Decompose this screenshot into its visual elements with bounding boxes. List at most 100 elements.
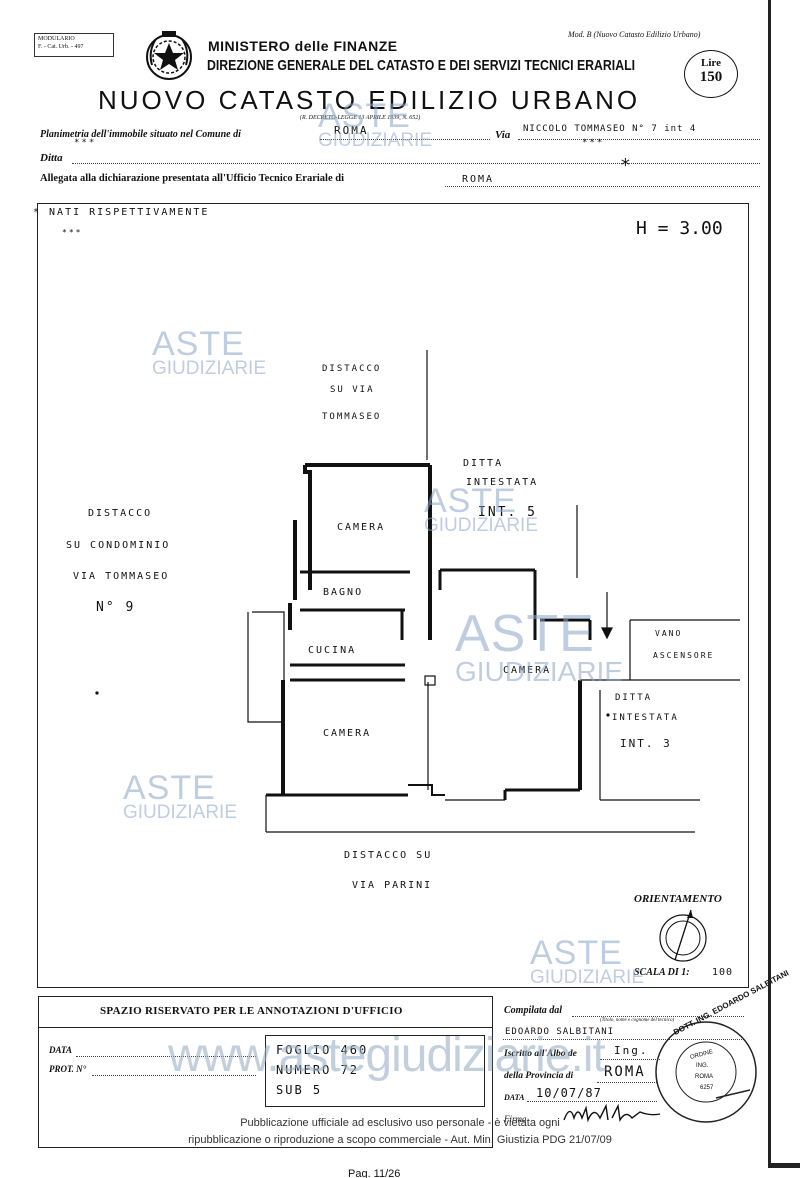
- stars-1: ***: [74, 138, 97, 148]
- office-divider: [38, 1027, 492, 1028]
- office-prot-label: PROT. N°: [49, 1064, 87, 1074]
- office-prot-line: [92, 1075, 256, 1076]
- orientamento-label: ORIENTAMENTO: [634, 893, 722, 905]
- room-cucina: CUCINA: [308, 645, 357, 656]
- compass-icon: [656, 908, 710, 962]
- direction-name: DIREZIONE GENERALE DEL CATASTO E DEI SER…: [207, 57, 636, 74]
- decree-reference: (R. DECRETO-LEGGE 13 APRILE 1939, N. 652…: [300, 115, 421, 121]
- stamp-inner-3: ROMA: [695, 1074, 713, 1080]
- via-label: Via: [495, 129, 511, 141]
- label-ditta5-3: INT. 5: [478, 505, 537, 520]
- scan-edge-bottom: [768, 1163, 800, 1168]
- plan-note-stars: ***: [62, 228, 83, 237]
- date-line: [527, 1101, 657, 1102]
- stamp-inner-2: ING.: [696, 1063, 709, 1069]
- scale-value: 100: [712, 967, 734, 978]
- stars-2: ***: [582, 138, 605, 148]
- label-parini-1: DISTACCO SU: [344, 850, 433, 861]
- provincia-line: [597, 1082, 657, 1083]
- ministry-name: MINISTERO delle FINANZE: [208, 38, 398, 54]
- modulario-box: MODULARIO F. - Cat. Urb. - 497: [34, 33, 114, 57]
- lire-label: Lire: [701, 57, 721, 69]
- label-condominio-2: SU CONDOMINIO: [66, 540, 171, 551]
- label-distacco-via-2: SU VIA: [330, 385, 375, 395]
- room-camera-2: CAMERA: [323, 728, 372, 739]
- plan-frame: [37, 203, 749, 988]
- signature-icon: [560, 1100, 680, 1126]
- watermark-aste: ASTE: [318, 97, 411, 135]
- label-vano-1: VANO: [655, 629, 683, 638]
- compilata-name: EDOARDO SALBITANI: [505, 1027, 615, 1037]
- comune-value: ROMA: [334, 124, 369, 137]
- office-data-line: [76, 1056, 256, 1057]
- office-inner-box: [265, 1035, 485, 1107]
- watermark-5: ASTE GIUDIZIARIE: [123, 769, 238, 824]
- allegata-value: ROMA: [462, 174, 495, 185]
- plan-note: * NATI RISPETTIVAMENTE: [33, 207, 210, 218]
- date-value: 10/07/87: [536, 1086, 602, 1100]
- office-foglio: FOGLIO 460: [276, 1043, 369, 1057]
- watermark-giudiziarie: GIUDIZIARIE: [152, 358, 267, 380]
- watermark-aste: ASTE: [424, 482, 517, 520]
- label-ditta3-2: INTESTATA: [612, 713, 679, 723]
- label-distacco-via-1: DISTACCO: [322, 364, 382, 374]
- compilata-small-label: (Titolo, nome e cognome del tecnico): [600, 1018, 675, 1023]
- watermark-giudiziarie: GIUDIZIARIE: [123, 802, 238, 824]
- footer-line-1: Pubblicazione ufficiale ad esclusivo uso…: [240, 1117, 560, 1129]
- via-line: [518, 139, 760, 140]
- footer-line-2: ripubblicazione o riproduzione a scopo c…: [188, 1134, 612, 1146]
- watermark-giudiziarie: GIUDIZIARIE: [424, 515, 539, 537]
- watermark-giudiziarie: GIUDIZIARIE: [455, 656, 624, 688]
- ditta-label: Ditta: [40, 152, 63, 164]
- label-ditta5-2: INTESTATA: [466, 477, 539, 488]
- emblem-icon: [144, 29, 194, 83]
- provincia-label: della Provincia di: [504, 1071, 574, 1081]
- comune-line: [320, 139, 490, 140]
- label-vano-2: ASCENSORE: [653, 651, 715, 660]
- mod-reference: Mod. B (Nuovo Catasto Edilizio Urbano): [568, 30, 701, 39]
- label-parini-2: VIA PARINI: [352, 880, 433, 891]
- lire-value: 150: [699, 69, 723, 85]
- date-label: DATA: [504, 1093, 525, 1102]
- room-camera-1: CAMERA: [337, 522, 386, 533]
- engineer-stamp: [652, 1018, 760, 1126]
- label-condominio-3: VIA TOMMASEO: [73, 571, 170, 582]
- page-number: Pag. 11/26: [348, 1168, 401, 1178]
- ditta-line: [72, 163, 760, 164]
- via-value: NICCOLO TOMMASEO N° 7 int 4: [523, 124, 697, 134]
- watermark-giudiziarie: GIUDIZIARIE: [318, 130, 433, 152]
- label-ditta3-1: DITTA: [615, 693, 653, 703]
- watermark-2: ASTE GIUDIZIARIE: [152, 325, 267, 380]
- modulario-text: MODULARIO F. - Cat. Urb. - 497: [38, 36, 84, 50]
- office-title: SPAZIO RISERVATO PER LE ANNOTAZIONI D'UF…: [100, 1005, 403, 1017]
- iscritto-line: [600, 1059, 660, 1060]
- compilata-name-line: [503, 1039, 744, 1040]
- watermark-giudiziarie: GIUDIZIARIE: [530, 967, 645, 989]
- stamp-inner-4: 6257: [700, 1085, 714, 1091]
- office-sub: SUB 5: [276, 1083, 323, 1097]
- watermark-4: ASTE GIUDIZIARIE: [455, 605, 624, 688]
- watermark-aste: ASTE: [123, 769, 216, 807]
- office-numero: NUMERO 72: [276, 1063, 360, 1077]
- allegata-line: [445, 186, 760, 187]
- scan-edge: [768, 0, 771, 1168]
- page-title: NUOVO CATASTO EDILIZIO URBANO: [98, 85, 641, 115]
- label-condominio-1: DISTACCO: [88, 508, 153, 519]
- provincia-value: ROMA: [604, 1064, 646, 1080]
- watermark-1: ASTE GIUDIZIARIE: [318, 97, 433, 152]
- room-camera-3: CAMERA: [503, 665, 552, 676]
- watermark-3: ASTE GIUDIZIARIE: [424, 482, 539, 537]
- watermark-aste: ASTE: [152, 325, 245, 363]
- label-condominio-4: N° 9: [96, 600, 136, 615]
- label-ditta5-1: DITTA: [463, 458, 504, 469]
- planimetria-label: Planimetria dell'immobile situato nel Co…: [40, 129, 241, 140]
- watermark-aste: ASTE: [530, 934, 623, 972]
- scale-label: SCALA DI 1:: [634, 967, 690, 978]
- compilata-line: [572, 1016, 744, 1017]
- office-data-label: DATA: [49, 1045, 73, 1055]
- watermark-aste: ASTE: [455, 605, 595, 663]
- ditta-value: *: [620, 155, 633, 176]
- compilata-label: Compilata dal: [504, 1005, 563, 1016]
- iscritto-value: Ing.: [614, 1044, 649, 1057]
